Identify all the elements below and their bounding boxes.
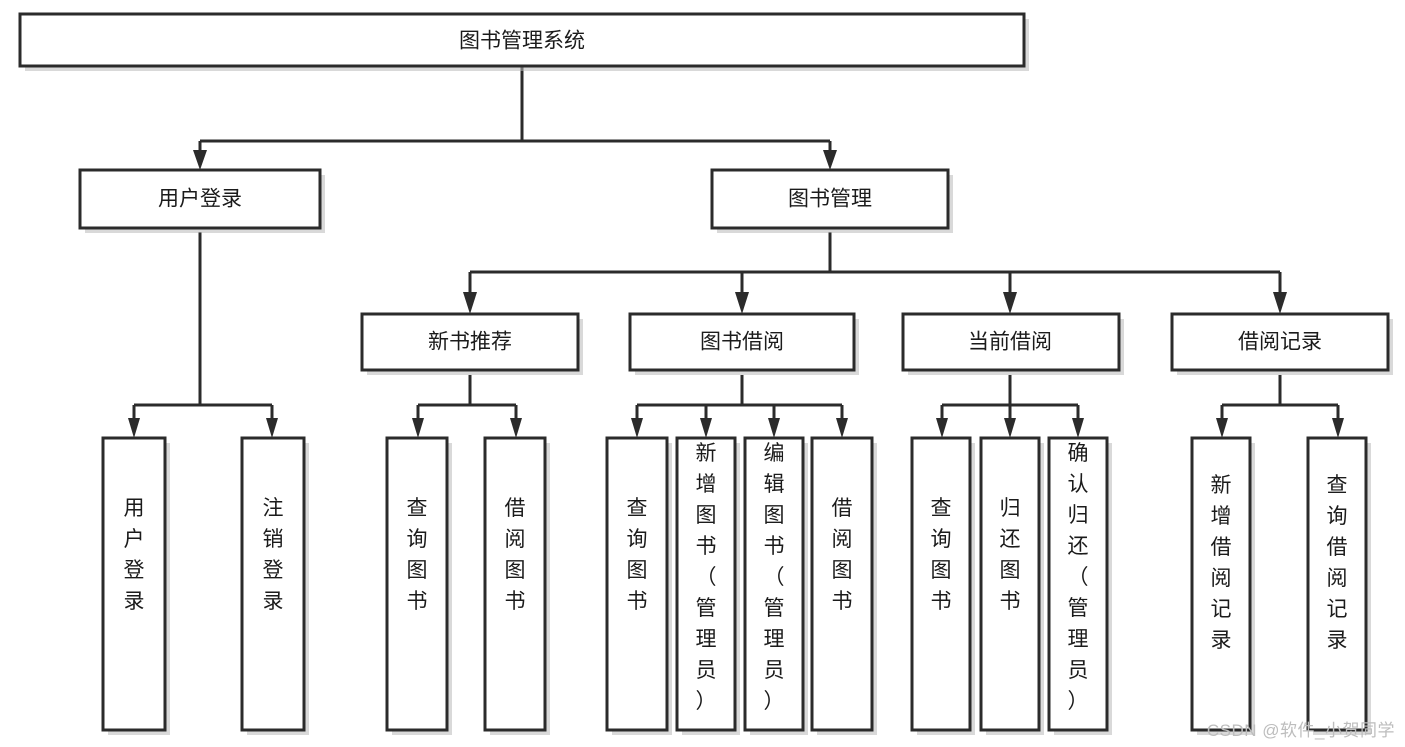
arrow-root-to-login	[193, 150, 207, 170]
node-leaf7-box	[743, 436, 805, 732]
node-leaf13[interactable]: 查询借阅记录	[1306, 436, 1371, 735]
arrow-newbook-leaf4	[510, 418, 522, 438]
node-leaf13-label: 查询借阅记录	[1327, 474, 1348, 652]
arrow-newbook-leaf3	[412, 418, 424, 438]
node-leaf2[interactable]: 注销登录	[240, 436, 309, 735]
node-leaf8-box	[810, 436, 874, 732]
arrow-borrow-leaf7	[768, 418, 780, 438]
arrow-borrow-leaf5	[631, 418, 643, 438]
node-leaf9-box	[910, 436, 972, 732]
node-leaf3-box	[385, 436, 449, 732]
node-leaf6-label: 新增图书（管理员）	[696, 442, 717, 713]
node-leaf4-box	[483, 436, 547, 732]
node-root[interactable]: 图书管理系统	[18, 12, 1029, 71]
node-leaf10-box	[979, 436, 1041, 732]
node-leaf1-label: 用户登录	[124, 497, 145, 613]
node-leaf7-label: 编辑图书（管理员）	[764, 442, 785, 713]
node-newbook[interactable]: 新书推荐	[360, 312, 583, 375]
node-leaf12[interactable]: 新增借阅记录	[1190, 436, 1255, 735]
node-newbook-label: 新书推荐	[428, 331, 512, 354]
node-root-label: 图书管理系统	[459, 30, 585, 53]
node-leaf8[interactable]: 借阅图书	[810, 436, 877, 735]
arrow-borrow-leaf8	[836, 418, 848, 438]
node-leaf7[interactable]: 编辑图书（管理员）	[743, 436, 808, 735]
node-leaf3-label: 查询图书	[407, 497, 428, 613]
arrow-records-leaf12	[1216, 418, 1228, 438]
node-leaf9-label: 查询图书	[931, 497, 952, 613]
node-root-box	[18, 12, 1026, 68]
node-leaf12-label: 新增借阅记录	[1211, 474, 1232, 652]
node-leaf2-label: 注销登录	[263, 497, 284, 613]
node-leaf6[interactable]: 新增图书（管理员）	[675, 436, 740, 735]
node-login-box	[78, 168, 322, 230]
node-current[interactable]: 当前借阅	[901, 312, 1124, 375]
arrow-current-leaf10	[1004, 418, 1016, 438]
node-records-box	[1170, 312, 1390, 372]
node-leaf4-label: 借阅图书	[505, 497, 526, 613]
node-leaf1[interactable]: 用户登录	[101, 436, 170, 735]
node-records-label: 借阅记录	[1238, 331, 1322, 354]
arrow-borrow-leaf6	[700, 418, 712, 438]
node-leaf12-box	[1190, 436, 1252, 732]
node-leaf5-box	[605, 436, 669, 732]
node-borrow-box	[628, 312, 856, 372]
node-leaf10[interactable]: 归还图书	[979, 436, 1044, 735]
node-login-label: 用户登录	[158, 188, 242, 211]
node-leaf11-box	[1047, 436, 1109, 732]
node-leaf1-box	[101, 436, 167, 732]
node-borrow-label: 图书借阅	[700, 331, 784, 354]
node-borrow[interactable]: 图书借阅	[628, 312, 859, 375]
arrow-login-leaf2	[266, 418, 278, 438]
node-bookmgmt-box	[710, 168, 950, 230]
node-current-box	[901, 312, 1121, 372]
arrow-login-leaf1	[128, 418, 140, 438]
node-leaf9[interactable]: 查询图书	[910, 436, 975, 735]
node-leaf6-box	[675, 436, 737, 732]
node-bookmgmt[interactable]: 图书管理	[710, 168, 953, 233]
node-leaf8-label: 借阅图书	[832, 497, 853, 613]
node-records[interactable]: 借阅记录	[1170, 312, 1393, 375]
node-leaf11-label: 确认归还（管理员）	[1068, 442, 1089, 713]
arrow-bm-newbook	[463, 292, 477, 314]
node-leaf10-label: 归还图书	[1000, 497, 1021, 613]
connector-layer	[128, 66, 1344, 438]
arrow-bm-records	[1273, 292, 1287, 314]
node-leaf11[interactable]: 确认归还（管理员）	[1047, 436, 1112, 735]
node-leaf4[interactable]: 借阅图书	[483, 436, 550, 735]
arrow-root-to-bookmgmt	[823, 150, 837, 170]
node-newbook-box	[360, 312, 580, 372]
node-login[interactable]: 用户登录	[78, 168, 325, 233]
arrow-current-leaf11	[1072, 418, 1084, 438]
arrow-records-leaf13	[1332, 418, 1344, 438]
node-leaf5-label: 查询图书	[627, 497, 648, 613]
node-bookmgmt-label: 图书管理	[788, 188, 872, 211]
node-leaf2-box	[240, 436, 306, 732]
arrow-bm-current	[1003, 292, 1017, 314]
node-leaf13-box	[1306, 436, 1368, 732]
arrow-current-leaf9	[936, 418, 948, 438]
node-leaf5[interactable]: 查询图书	[605, 436, 672, 735]
node-current-label: 当前借阅	[968, 331, 1052, 354]
node-leaf3[interactable]: 查询图书	[385, 436, 452, 735]
arrow-bm-borrow	[735, 292, 749, 314]
